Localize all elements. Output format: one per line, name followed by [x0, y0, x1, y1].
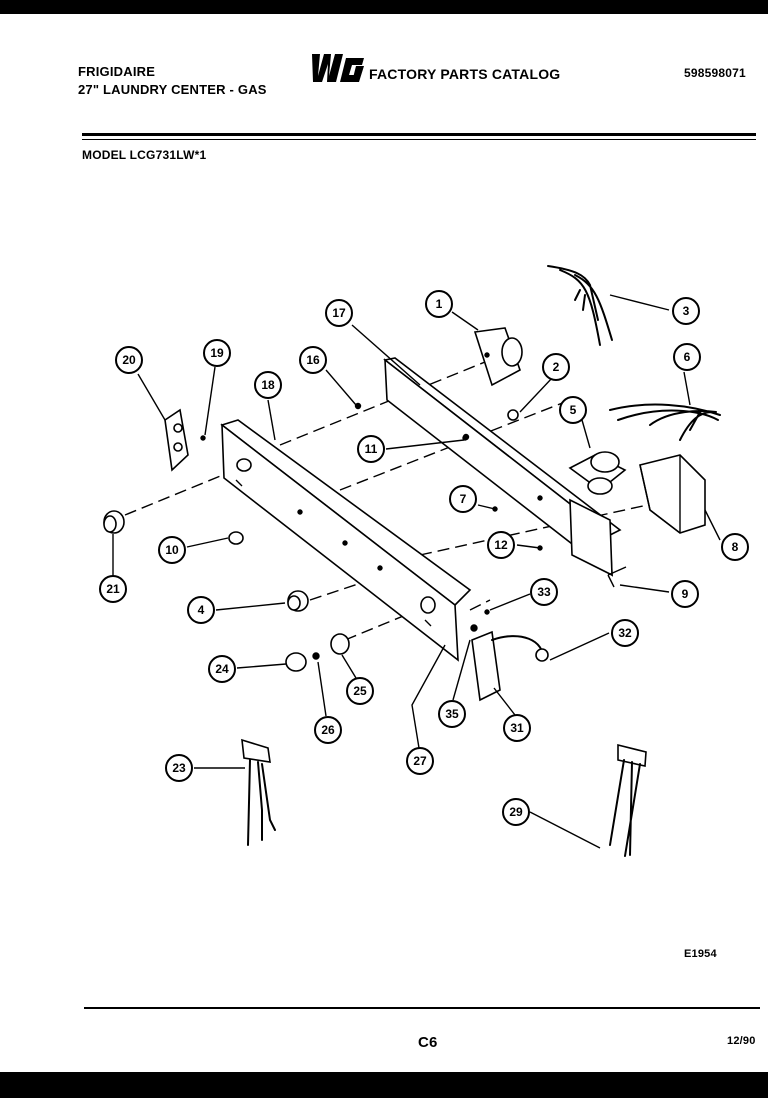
callout-24: 24: [208, 655, 236, 683]
callout-label: 2: [553, 360, 560, 374]
catalog-title: FACTORY PARTS CATALOG: [369, 66, 561, 82]
callout-12: 12: [487, 531, 515, 559]
callout-29: 29: [502, 798, 530, 826]
callout-26: 26: [314, 716, 342, 744]
drawing-number: E1954: [684, 948, 717, 960]
wci-logo-icon: [312, 54, 364, 82]
callout-label: 7: [460, 492, 467, 506]
callout-label: 10: [165, 543, 179, 557]
revision-date: 12/90: [727, 1035, 756, 1047]
callout-31: 31: [503, 714, 531, 742]
callout-label: 6: [684, 350, 691, 364]
callout-label: 31: [510, 721, 524, 735]
callout-label: 19: [210, 346, 224, 360]
callout-8: 8: [721, 533, 749, 561]
callout-16: 16: [299, 346, 327, 374]
callout-33: 33: [530, 578, 558, 606]
callout-label: 35: [445, 707, 459, 721]
callout-5: 5: [559, 396, 587, 424]
product-name: 27" LAUNDRY CENTER - GAS: [78, 82, 267, 97]
callout-label: 12: [494, 538, 508, 552]
callout-label: 11: [365, 442, 378, 456]
callout-label: 33: [537, 585, 551, 599]
callout-4: 4: [187, 596, 215, 624]
callout-2: 2: [542, 353, 570, 381]
callout-10: 10: [158, 536, 186, 564]
callout-3: 3: [672, 297, 700, 325]
bracket-part: [164, 408, 189, 472]
callout-19: 19: [203, 339, 231, 367]
callout-label: 4: [198, 603, 205, 617]
callout-9: 9: [671, 580, 699, 608]
module-box: [639, 454, 706, 534]
callout-label: 20: [122, 353, 136, 367]
callout-label: 32: [618, 626, 632, 640]
callout-label: 16: [306, 353, 320, 367]
callout-label: 1: [436, 297, 443, 311]
callout-label: 29: [509, 805, 523, 819]
rear-bracket: [383, 357, 622, 577]
page-number: C6: [418, 1034, 438, 1051]
callout-label: 23: [172, 761, 186, 775]
switch-part: [568, 451, 627, 495]
callout-label: 18: [261, 378, 275, 392]
footer-rule: [84, 1007, 760, 1009]
callout-label: 5: [570, 403, 577, 417]
callout-leaders: [112, 294, 721, 849]
callout-6: 6: [673, 343, 701, 371]
callout-17: 17: [325, 299, 353, 327]
callout-7: 7: [449, 485, 477, 513]
callout-20: 20: [115, 346, 143, 374]
model-number: MODEL LCG731LW*1: [82, 148, 207, 162]
callout-27: 27: [406, 747, 434, 775]
switch-assembly: [470, 624, 549, 702]
callout-label: 25: [353, 684, 367, 698]
callout-label: 3: [683, 304, 690, 318]
callout-25: 25: [346, 677, 374, 705]
callout-label: 27: [413, 754, 427, 768]
callout-21: 21: [99, 575, 127, 603]
callout-label: 21: [106, 582, 120, 596]
callout-35: 35: [438, 700, 466, 728]
callout-32: 32: [611, 619, 639, 647]
callout-label: 24: [215, 662, 229, 676]
catalog-part-number: 598598071: [684, 66, 746, 80]
top-scan-border: [0, 0, 768, 14]
callout-label: 8: [732, 540, 739, 554]
header-rule-thick: [82, 133, 756, 136]
header-rule-thin: [82, 139, 756, 140]
callout-11: 11: [357, 435, 385, 463]
timer-block: [473, 327, 523, 387]
brand-name: FRIGIDAIRE: [78, 64, 156, 79]
bottom-scan-border: [0, 1072, 768, 1098]
callout-label: 9: [682, 587, 689, 601]
callout-label: 26: [321, 723, 335, 737]
callout-label: 17: [332, 306, 346, 320]
console-panel: [220, 419, 472, 662]
knobs-and-fasteners: [103, 402, 627, 672]
callout-1: 1: [425, 290, 453, 318]
callout-18: 18: [254, 371, 282, 399]
callout-23: 23: [165, 754, 193, 782]
wire-harnesses: [241, 265, 721, 857]
